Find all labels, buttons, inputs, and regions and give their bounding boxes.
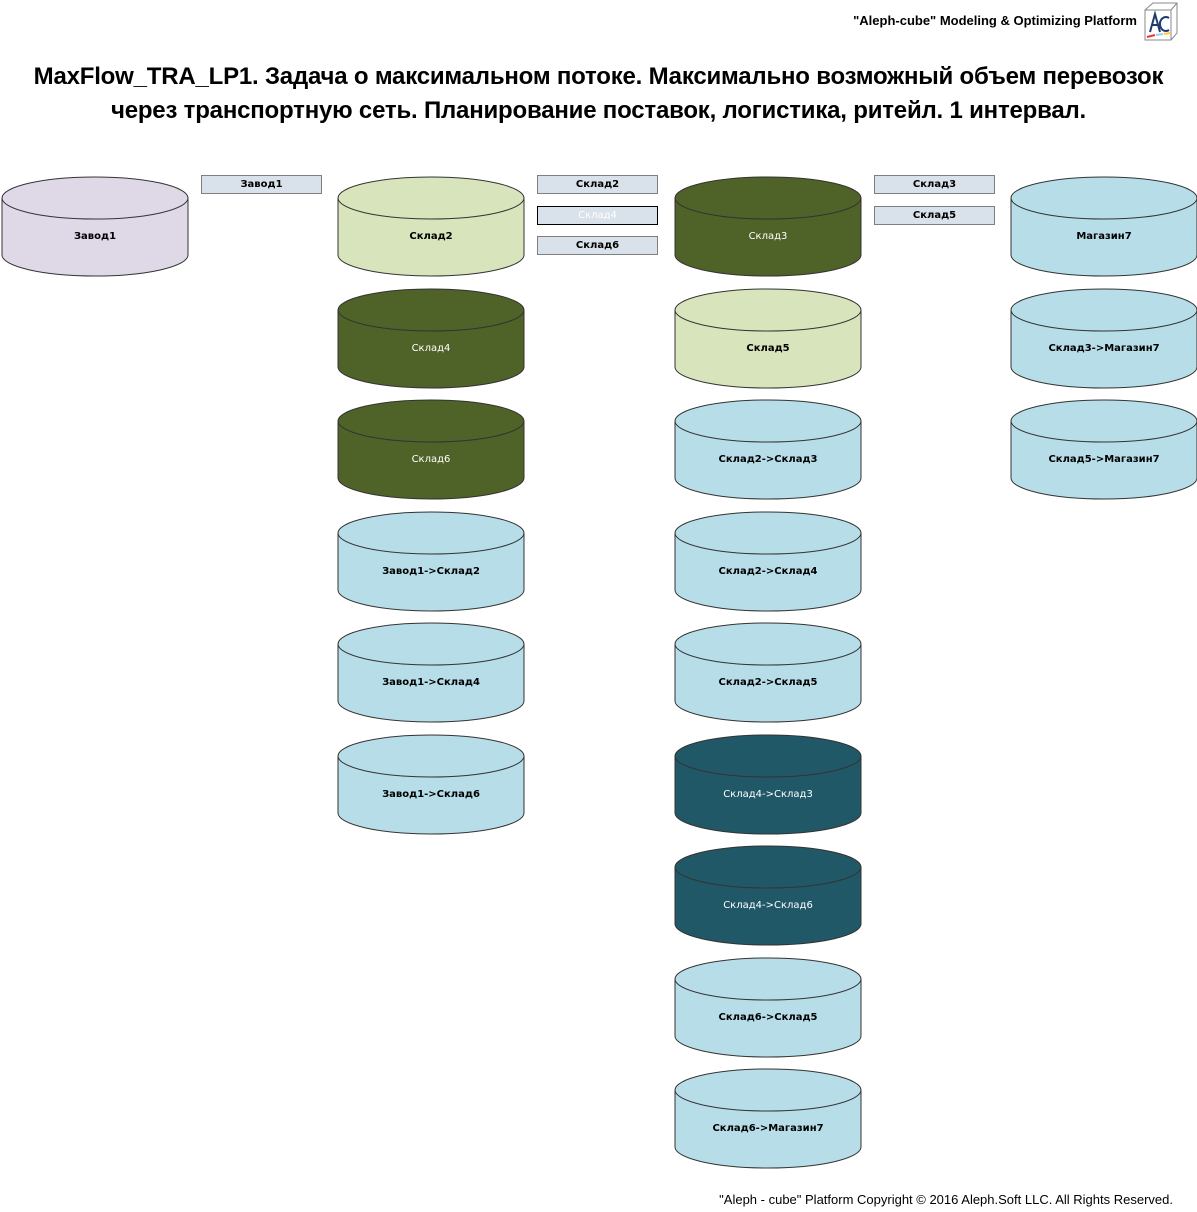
cylinder-label: Склад3->Магазин7: [1048, 342, 1160, 354]
cylinder-node[interactable]: Завод1->Склад6: [337, 734, 525, 836]
copyright-footer: "Aleph - cube" Platform Copyright © 2016…: [719, 1192, 1173, 1207]
cylinder-label: Склад6->Склад5: [718, 1011, 818, 1023]
cylinder-shape: [337, 622, 525, 723]
cylinder-shape: [674, 288, 862, 388]
cylinder-shape: [674, 1068, 862, 1169]
cylinder-label: Завод1->Склад6: [382, 788, 480, 800]
link-tag[interactable]: Завод1: [201, 175, 322, 194]
cylinder-node[interactable]: Склад3->Магазин7: [1010, 288, 1197, 390]
aleph-cube-logo-icon: [1143, 2, 1179, 42]
cylinder-label: Склад6->Магазин7: [712, 1123, 824, 1134]
cylinder-label: Магазин7: [1076, 231, 1132, 242]
cylinder-node[interactable]: Склад5->Магазин7: [1010, 399, 1197, 501]
cylinder-label: Склад4: [411, 342, 451, 354]
cylinder-shape: [337, 511, 525, 611]
cylinder-shape: [1, 176, 189, 277]
cylinder-label: Склад3: [748, 231, 788, 242]
cylinder-label: Склад2: [409, 231, 453, 242]
cylinder-node[interactable]: Склад2: [337, 176, 525, 278]
cylinder-shape: [337, 288, 525, 388]
platform-header: "Aleph-cube" Modeling & Optimizing Platf…: [853, 13, 1137, 28]
cylinder-shape: [337, 399, 525, 500]
cylinder-node[interactable]: Склад6->Магазин7: [674, 1068, 862, 1170]
page-title: MaxFlow_TRA_LP1. Задача о максимальном п…: [33, 63, 1164, 124]
cylinder-node[interactable]: Склад5: [674, 288, 862, 390]
cylinder-node[interactable]: Магазин7: [1010, 176, 1197, 278]
cylinder-shape: [1010, 399, 1197, 500]
cylinder-label: Склад4->Склад6: [723, 900, 813, 911]
cylinder-node[interactable]: Склад6: [337, 399, 525, 501]
cylinder-shape: [337, 734, 525, 834]
cylinder-shape: [674, 845, 862, 946]
link-tag[interactable]: Склад5: [874, 205, 995, 225]
cylinder-node[interactable]: Завод1->Склад2: [337, 511, 525, 613]
cylinder-label: Склад4->Склад3: [723, 788, 813, 800]
cylinder-shape: [337, 176, 525, 277]
cylinder-label: Склад6: [411, 454, 451, 465]
cylinder-shape: [674, 511, 862, 611]
cylinder-label: Склад2->Склад3: [718, 454, 818, 465]
cylinder-shape: [674, 622, 862, 723]
cylinder-node[interactable]: Склад2->Склад4: [674, 511, 862, 613]
cylinder-label: Завод1: [73, 231, 117, 242]
cylinder-shape: [1010, 288, 1197, 388]
cylinder-shape: [674, 734, 862, 834]
cylinder-shape: [1010, 176, 1197, 277]
cylinder-node[interactable]: Склад2->Склад5: [674, 622, 862, 724]
cylinder-shape: [674, 957, 862, 1057]
link-tag[interactable]: Склад3: [874, 175, 995, 194]
link-tag[interactable]: Склад2: [537, 175, 658, 194]
cylinder-label: Склад2->Склад4: [718, 565, 818, 577]
cylinder-node[interactable]: Склад4: [337, 288, 525, 390]
cylinder-node[interactable]: Склад4->Склад6: [674, 845, 862, 947]
cylinder-node[interactable]: Склад3: [674, 176, 862, 278]
cylinder-label: Завод1->Склад4: [382, 677, 480, 688]
link-tag[interactable]: Склад4: [537, 205, 658, 225]
cylinder-label: Завод1->Склад2: [382, 565, 480, 577]
cylinder-shape: [674, 399, 862, 500]
cylinder-node[interactable]: Завод1: [1, 176, 189, 278]
cylinder-label: Склад5: [746, 342, 790, 354]
cylinder-label: Склад2->Склад5: [718, 677, 818, 688]
cylinder-node[interactable]: Склад6->Склад5: [674, 957, 862, 1059]
link-tag[interactable]: Склад6: [537, 236, 658, 255]
cylinder-shape: [674, 176, 862, 277]
cylinder-node[interactable]: Завод1->Склад4: [337, 622, 525, 724]
cylinder-node[interactable]: Склад4->Склад3: [674, 734, 862, 836]
cylinder-label: Склад5->Магазин7: [1048, 454, 1160, 465]
cylinder-node[interactable]: Склад2->Склад3: [674, 399, 862, 501]
